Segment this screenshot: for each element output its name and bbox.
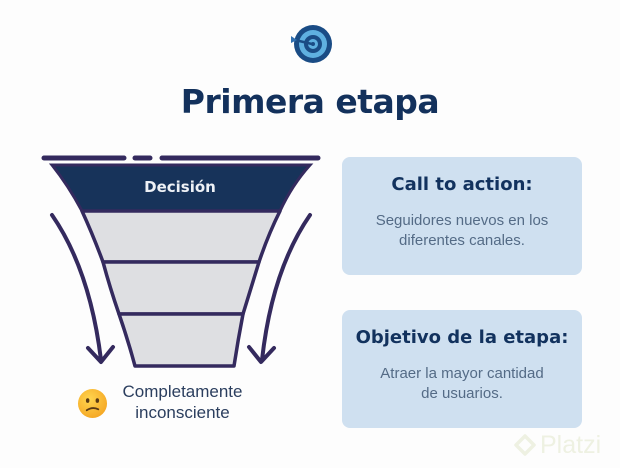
card-title: Objetivo de la etapa: [355, 327, 569, 348]
awareness-state-label: Completamente inconsciente [110, 381, 255, 423]
card-text-line: de usuarios. [421, 385, 503, 402]
awareness-state-line2: inconsciente [135, 403, 230, 422]
funnel-stage-4 [117, 312, 245, 368]
card-text: Atraer la mayor cantidad de usuarios. [362, 364, 562, 404]
card-text-line: diferentes canales. [399, 232, 525, 249]
target-dart-icon [291, 25, 332, 63]
awareness-state-line1: Completamente [122, 382, 243, 401]
confused-face-icon [77, 388, 108, 419]
funnel-stage-2 [80, 209, 282, 264]
platzi-watermark: Platzi [514, 430, 614, 460]
platzi-logo-icon [514, 434, 536, 456]
stage-objective-card: Objetivo de la etapa: Atraer la mayor ca… [342, 310, 582, 428]
funnel-stage-3 [101, 260, 261, 316]
funnel-stage-label: Decisión [144, 178, 216, 196]
card-text-line: Atraer la mayor cantidad [380, 365, 544, 382]
arrow-down-right-icon [247, 213, 312, 364]
watermark-text: Platzi [540, 430, 602, 459]
call-to-action-card: Call to action: Seguidores nuevos en los… [342, 157, 582, 275]
slide-title: Primera etapa [180, 82, 440, 121]
card-text: Seguidores nuevos en los diferentes cana… [362, 211, 562, 251]
card-title: Call to action: [391, 174, 533, 195]
card-text-line: Seguidores nuevos en los [375, 212, 549, 229]
arrow-down-left-icon [50, 213, 115, 364]
